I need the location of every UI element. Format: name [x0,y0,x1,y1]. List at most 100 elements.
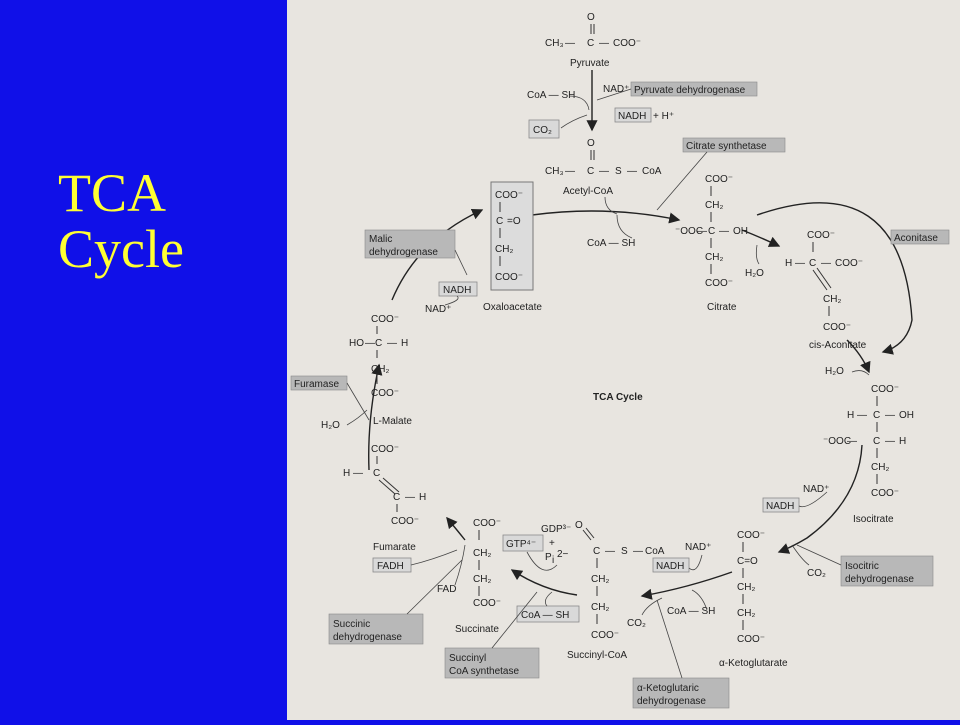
svg-text:C: C [587,166,594,177]
svg-text:+ H⁺: + H⁺ [653,111,674,122]
svg-text:Pyruvate dehydrogenase: Pyruvate dehydrogenase [634,85,746,96]
svg-text:—: — [365,338,375,349]
svg-text:C=O: C=O [737,556,758,567]
svg-text:dehydrogenase: dehydrogenase [637,696,706,707]
slide-title: TCA Cycle [58,165,278,277]
svg-text:O: O [575,520,583,531]
svg-text:CH₂: CH₂ [823,294,841,305]
label-succinyl-coa: Succinyl-CoA [567,650,627,661]
label-succinate: Succinate [455,624,499,635]
citrate-structure: COO⁻ CH₂ ⁻OOC — C — OH CH₂ COO⁻ Citrate [675,174,748,313]
co2-akgdh: CO₂ [627,618,646,629]
coa-sh-akgdh: CoA — SH [667,606,715,617]
tca-cycle-diagram: O CH₃ — C — COO⁻ Pyruvate CoA — SH NAD⁺ … [287,0,960,720]
arrow-akg-to-succinylcoa [640,571,733,600]
alpha-ketoglutarate-structure: COO⁻ C=O CH₂ CH₂ COO⁻ α-Ketoglutarate [719,530,788,669]
svg-text:—: — [847,436,857,447]
svg-text:COO⁻: COO⁻ [737,530,765,541]
fad: FAD [437,584,456,595]
svg-text:CH₂: CH₂ [705,252,723,263]
label-cis-aconitate: cis-Aconitate [809,340,867,351]
nad-plus-mdh: NAD⁺ [425,304,451,315]
svg-text:NADH: NADH [766,501,794,512]
svg-text:C: C [373,468,380,479]
svg-text:GTP⁴⁻: GTP⁴⁻ [506,539,536,550]
svg-text:=O: =O [507,216,521,227]
label-pyruvate: Pyruvate [570,58,610,69]
cofactor-nadh-icdh: NADH [762,497,800,513]
cis-aconitate-structure: COO⁻ H — C — COO⁻ CH₂ COO⁻ cis-Aconitate [785,230,867,351]
svg-text:NADH: NADH [656,561,684,572]
arrow-oxaloacetate-to-citrate [531,210,681,224]
label-alpha-ketoglutarate: α-Ketoglutarate [719,658,788,669]
succinate-structure: COO⁻ CH₂ CH₂ COO⁻ Succinate [455,518,501,635]
center-title: TCA Cycle [593,392,643,403]
svg-text:α-Ketoglutaric: α-Ketoglutaric [637,683,699,694]
enzyme-pyruvate-dehydrogenase: Pyruvate dehydrogenase [630,81,758,97]
svg-text:C: C [873,410,880,421]
svg-text:—: — [387,338,397,349]
svg-text:OH: OH [899,410,914,421]
svg-text:O: O [587,138,595,149]
h2o-citrate: H₂O [745,268,764,279]
cofactor-nadh-mdh: NADH [438,281,478,297]
svg-text:CH₂: CH₂ [871,462,889,473]
svg-text:CO₂: CO₂ [533,125,552,136]
svg-text:H: H [899,436,906,447]
svg-text:+: + [549,538,555,549]
svg-text:—: — [795,258,805,269]
svg-text:H: H [419,492,426,503]
co2-icdh: CO₂ [807,568,826,579]
arrow-succinate-to-fumarate [446,516,466,541]
svg-text:S: S [615,166,622,177]
succinyl-coa-structure: O C — S — CoA CH₂ CH₂ COO⁻ Succinyl-CoA [567,520,665,661]
svg-text:CoA — SH: CoA — SH [521,610,569,621]
svg-text:C: C [375,338,382,349]
svg-text:CH₂: CH₂ [371,364,389,375]
svg-text:—: — [565,166,575,177]
arrow-aconitase-loop [756,202,913,355]
svg-text:—: — [633,546,643,557]
svg-text:COO⁻: COO⁻ [391,516,419,527]
svg-text:CoA synthetase: CoA synthetase [449,666,519,677]
svg-text:—: — [599,38,609,49]
diagram-canvas: O CH₃ — C — COO⁻ Pyruvate CoA — SH NAD⁺ … [290,12,950,709]
svg-text:Citrate synthetase: Citrate synthetase [686,141,767,152]
svg-text:⁻OOC: ⁻OOC [823,436,851,447]
pi: P [545,552,552,563]
svg-text:—: — [565,38,575,49]
svg-text:CH₂: CH₂ [591,602,609,613]
svg-text:—: — [599,166,609,177]
svg-text:COO⁻: COO⁻ [705,278,733,289]
cofactor-fadh: FADH [372,557,412,573]
coa-sh-input: CoA — SH [527,90,575,101]
svg-text:H: H [785,258,792,269]
svg-text:COO⁻: COO⁻ [737,634,765,645]
svg-text:—: — [405,492,415,503]
nad-plus-pdh: NAD⁺ [603,84,629,95]
label-isocitrate: Isocitrate [853,514,894,525]
enzyme-malic-dehydrogenase: Malic dehydrogenase [364,229,456,259]
svg-text:NADH: NADH [443,285,471,296]
svg-text:—: — [697,226,707,237]
svg-text:HO: HO [349,338,364,349]
svg-text:—: — [627,166,637,177]
nad-plus-akgdh: NAD⁺ [685,542,711,553]
svg-text:C: C [809,258,816,269]
svg-text:FADH: FADH [377,561,404,572]
svg-text:CoA: CoA [642,166,662,177]
h2o-aconitate: H₂O [825,366,844,377]
svg-text:C: C [873,436,880,447]
cofactor-nadh-akgdh: NADH [652,557,690,573]
svg-text:CH₂: CH₂ [591,574,609,585]
cycle-arrows [368,202,913,600]
svg-text:Isocitric: Isocitric [845,561,879,572]
svg-text:—: — [353,468,363,479]
svg-text:dehydrogenase: dehydrogenase [369,247,438,258]
label-citrate: Citrate [707,302,737,313]
svg-text:2−: 2− [557,549,569,560]
svg-text:COO⁻: COO⁻ [495,190,523,201]
svg-text:—: — [719,226,729,237]
h2o-fumarase: H₂O [321,420,340,431]
acetyl-coa-structure: O CH₃ — C — S — CoA Acetyl-CoA [545,138,662,197]
